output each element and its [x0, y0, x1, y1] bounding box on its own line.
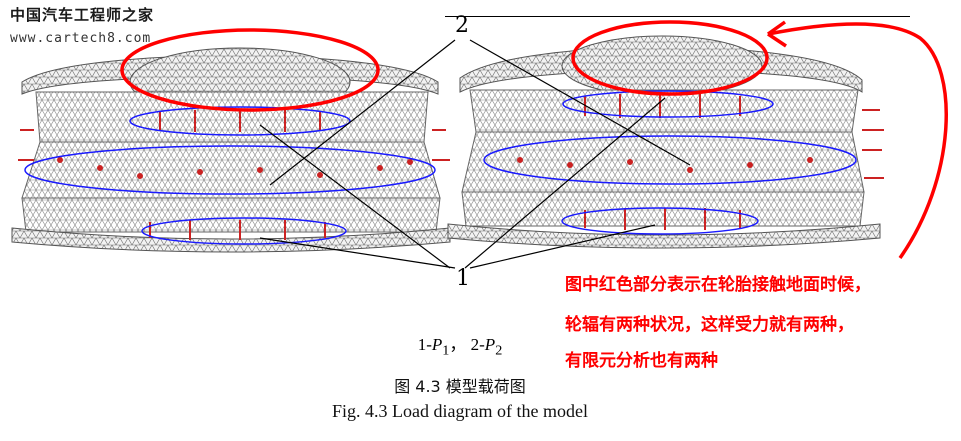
figure-label-2: 2: [455, 13, 469, 38]
annotation-line-2: 轮辐有两种状况，这样受力就有两种，: [565, 315, 854, 335]
figure-caption-en: Fig. 4.3 Load diagram of the model: [332, 401, 588, 421]
watermark-site-name: 中国汽车工程师之家: [10, 6, 155, 24]
legend-item2-prefix: 2-: [470, 335, 485, 354]
header-rule: [445, 16, 910, 17]
legend-item2-symbol: P: [484, 335, 496, 354]
legend-item1-symbol: P: [431, 335, 443, 354]
legend-item1-sub: 1: [442, 342, 450, 359]
watermark-url: www.cartech8.com: [10, 31, 152, 46]
leader-lines-1: [259, 97, 666, 269]
right-wheel: [447, 20, 884, 249]
legend-item1-prefix: 1-: [417, 335, 432, 354]
annotation-line-1: 图中红色部分表示在轮胎接触地面时候，: [565, 275, 871, 295]
legend-item2-sub: 2: [495, 342, 503, 359]
legend-separator: ，: [449, 335, 467, 354]
leader-lines-2: [269, 39, 691, 186]
figure-caption-cn: 图 4.3 模型载荷图: [394, 377, 526, 396]
figure-legend: 1-P1， 2-P2: [380, 330, 540, 359]
left-wheel: [11, 28, 451, 253]
annotation-arrow: [766, 20, 948, 260]
annotation-line-3: 有限元分析也有两种: [565, 351, 718, 371]
figure-label-1: 1: [456, 266, 470, 291]
